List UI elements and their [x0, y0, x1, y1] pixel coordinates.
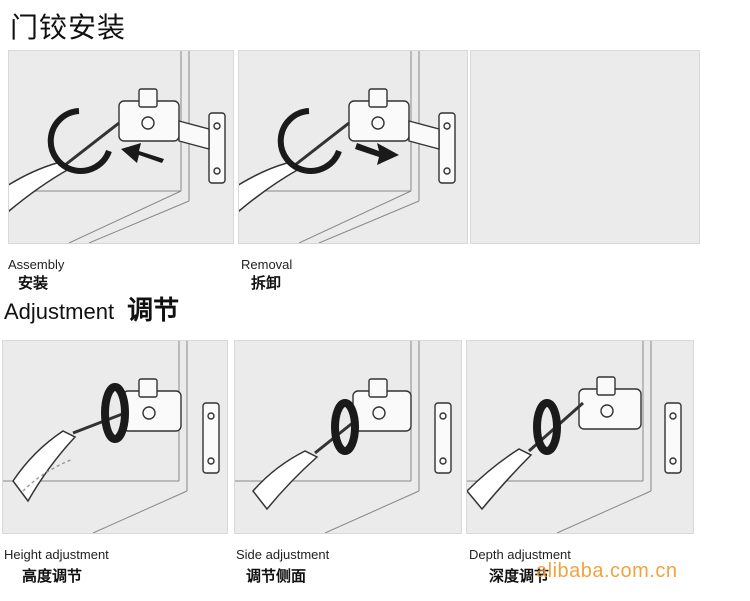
- depth-adjustment-illustration: [467, 341, 682, 533]
- rotate-ring-icon: [533, 399, 561, 455]
- height-adjustment-panel: [2, 340, 228, 534]
- screwdriver-icon: [252, 419, 356, 511]
- hinge-icon: [352, 378, 452, 474]
- watermark: alibaba.com.cn: [536, 560, 678, 582]
- screwdriver-icon: [467, 401, 584, 511]
- removal-illustration: [239, 51, 456, 243]
- removal-caption-en: Removal: [241, 257, 293, 272]
- removal-panel: [238, 50, 468, 244]
- assembly-caption-cn: 安装: [18, 274, 49, 292]
- adjustment-title-cn: 调节: [127, 296, 180, 326]
- assembly-illustration: [9, 51, 226, 243]
- rotate-arrow-icon: [277, 108, 342, 174]
- hinge-icon: [118, 88, 226, 184]
- hinge-icon: [578, 376, 682, 474]
- assembly-panel: [8, 50, 234, 244]
- empty-panel: [470, 50, 700, 244]
- page-title: 门铰安装: [10, 11, 127, 44]
- side-caption-en: Side adjustment: [236, 547, 330, 562]
- adjustment-title-en: Adjustment: [4, 299, 115, 324]
- depth-caption-en: Depth adjustment: [469, 547, 571, 562]
- side-adjustment-panel: [234, 340, 462, 534]
- rotate-ring-icon: [331, 399, 359, 455]
- height-caption-en: Height adjustment: [4, 547, 109, 562]
- side-adjustment-illustration: [235, 341, 452, 533]
- depth-adjustment-panel: [466, 340, 694, 534]
- screwdriver-icon: [12, 411, 126, 503]
- depth-caption-cn: 深度调节: [489, 567, 550, 585]
- hinge-icon: [122, 378, 220, 474]
- height-caption-cn: 高度调节: [22, 567, 83, 585]
- hinge-icon: [348, 88, 456, 184]
- push-arrow-icon: [121, 143, 164, 163]
- rotate-ring-icon: [101, 383, 129, 443]
- height-adjustment-illustration: [3, 341, 220, 533]
- adjustment-heading: Adjustment 调节: [4, 290, 179, 327]
- pull-arrow-icon: [355, 143, 399, 165]
- assembly-caption-en: Assembly: [8, 257, 65, 272]
- removal-caption-cn: 拆卸: [251, 274, 282, 292]
- rotate-arrow-icon: [47, 108, 112, 174]
- side-caption-cn: 调节侧面: [246, 567, 307, 585]
